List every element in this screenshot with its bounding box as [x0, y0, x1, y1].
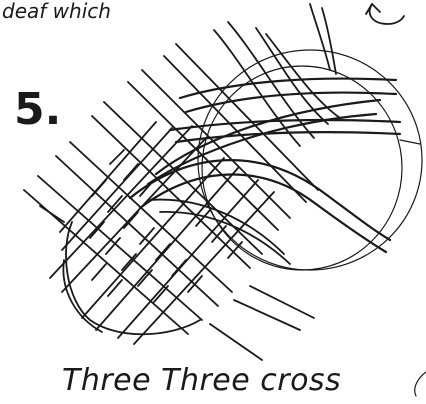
step-number: 5.: [14, 84, 61, 135]
weave-diagram: [24, 4, 400, 360]
caption-text: Three Three cross: [62, 363, 341, 398]
curved-arrow-icon: [366, 4, 404, 24]
top-partial-text: deaf which: [2, 0, 111, 23]
edge-arc: [415, 372, 426, 396]
